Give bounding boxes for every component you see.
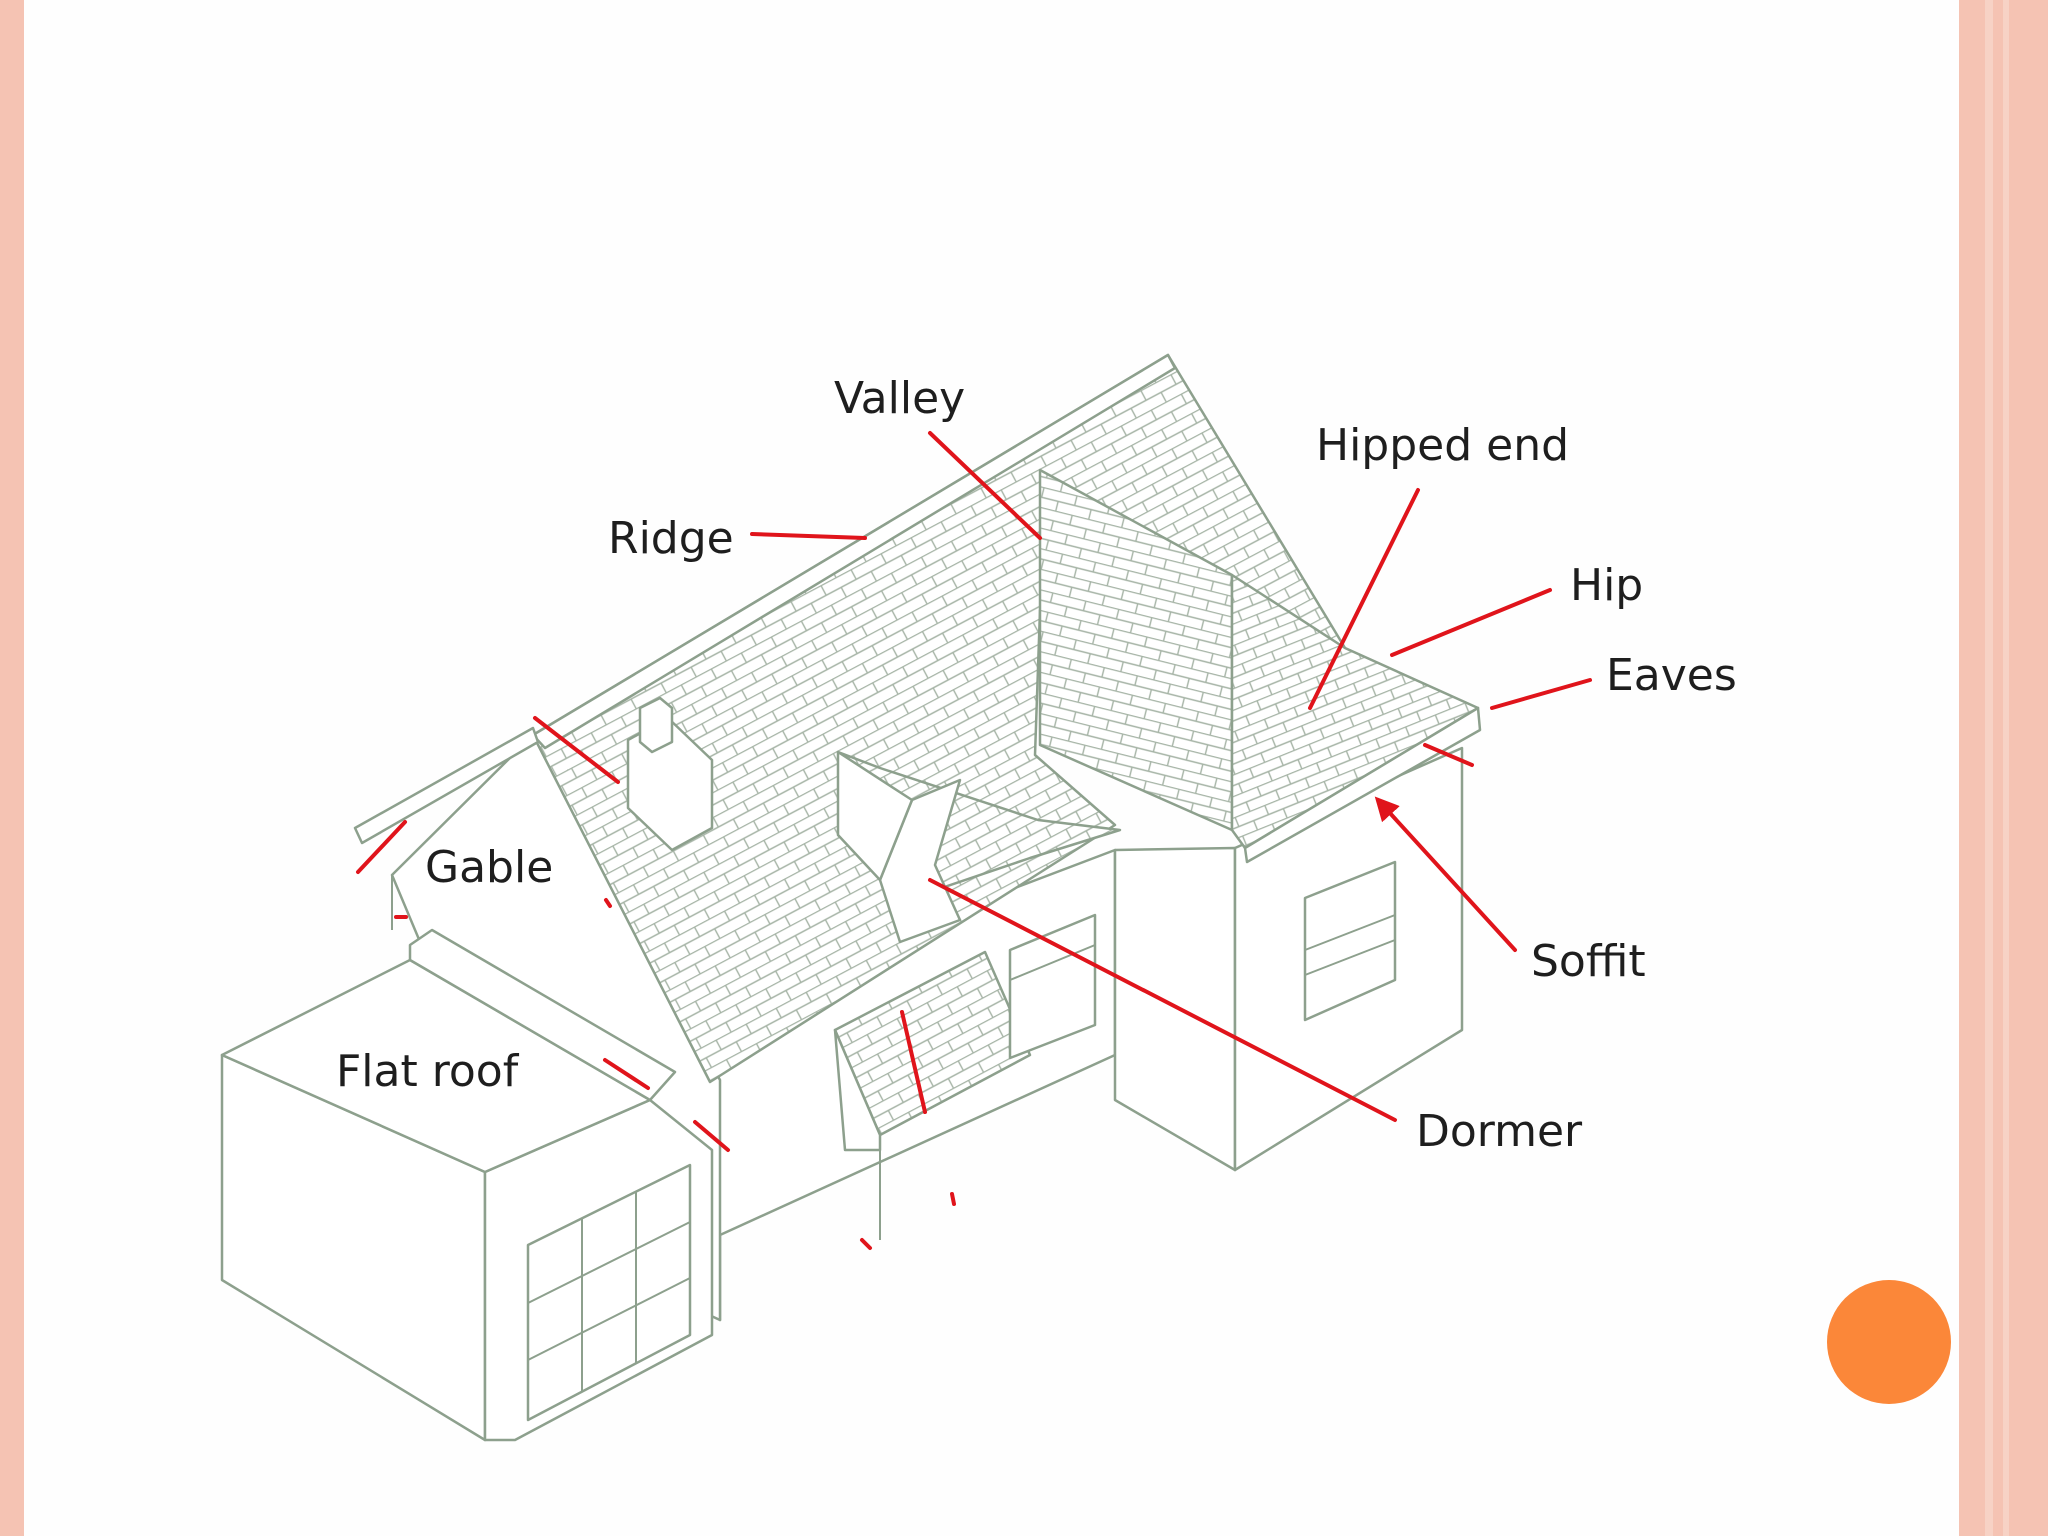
garage-door-panels [527,1192,691,1392]
flat-roof-leader [603,1058,650,1090]
hip-leader [1390,588,1552,657]
ridge-leader [750,532,867,540]
gable-verge-line [532,734,711,1083]
gable-leader [533,716,620,784]
porch-roof-leader [900,1010,927,1114]
label-soffit: Soffit [1531,936,1646,987]
wing-window-mullion [1304,939,1396,976]
label-hipped-end: Hipped end [1316,420,1569,471]
eaves-leader [1490,678,1592,710]
wall-tick [860,1238,872,1250]
soffit-tick [1423,743,1474,767]
flat-roof-kerb [408,928,677,1102]
label-hip: Hip [1570,560,1643,611]
label-flat-roof: Flat roof [336,1046,520,1097]
chimney-pot [638,696,674,754]
right-border-stripe [1985,0,1993,1536]
valley-leader [928,431,1042,540]
label-valley: Valley [834,373,965,424]
gable-tick [356,820,407,874]
eaves-fascia [1243,706,1482,864]
garage-door [526,1163,692,1422]
soffit-leader [1374,796,1517,952]
label-dormer: Dormer [1416,1106,1583,1157]
label-eaves: Eaves [1606,650,1737,701]
label-ridge: Ridge [608,513,734,564]
hipped-end-leader [1308,488,1420,710]
front-window-mullion [1009,944,1096,981]
wall-tick [950,1192,956,1206]
wing-window-mullion [1304,914,1396,951]
wing-front-wall [1113,846,1237,1172]
hip-line [1344,647,1479,709]
dormer-leader [928,878,1397,1122]
flat-roof-tick [693,1120,730,1152]
ridge-cap [531,353,1177,750]
wing-window [1303,860,1397,1022]
gable-overhang [353,726,540,845]
accent-dot [1827,1280,1951,1404]
front-window [1008,913,1097,1060]
label-gable: Gable [425,842,553,893]
dormer-cheek [836,750,914,882]
wall-tick [604,898,612,908]
right-border-stripe [2003,0,2009,1536]
